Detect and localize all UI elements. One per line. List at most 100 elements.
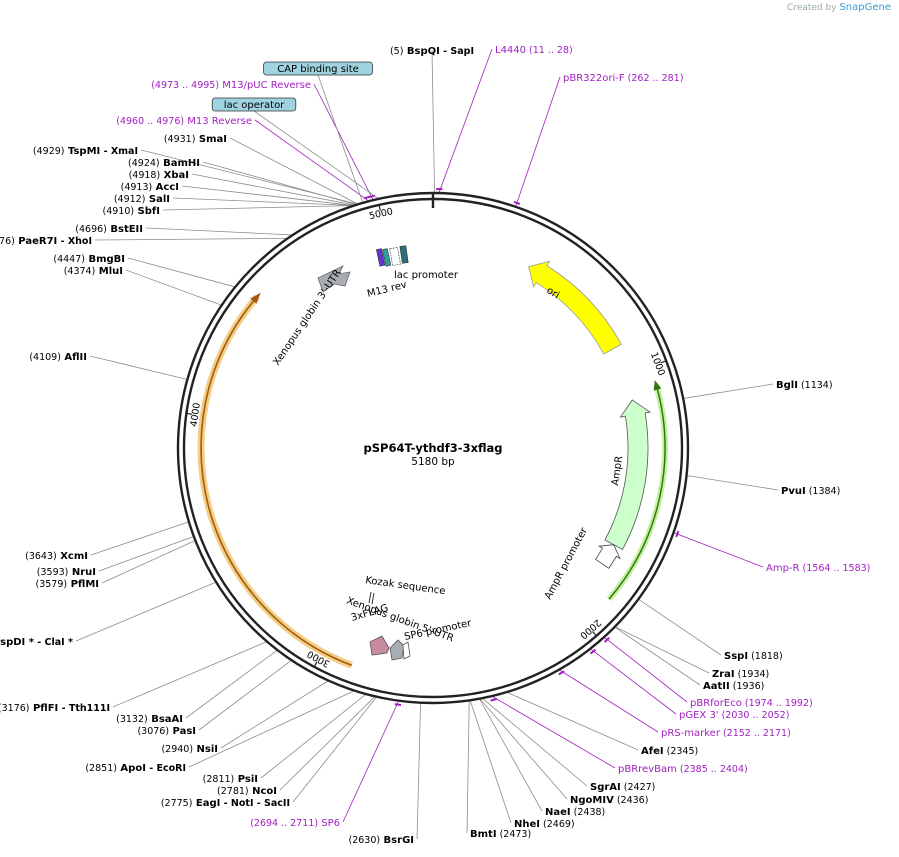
site-label-sp6[interactable]: (2694 .. 2711) SP6 [250, 818, 340, 829]
leader-amp-r [674, 532, 764, 568]
site-label-pflmi[interactable]: (3579) PflMI [36, 579, 100, 590]
leader-afei [507, 692, 639, 751]
site-text: Amp-R [766, 563, 800, 574]
leader-tspmi [140, 149, 357, 205]
leader-pbrrevbam [492, 696, 616, 769]
site-label-bmgbi[interactable]: (4447) BmgBI [53, 254, 125, 265]
site-label-l4440[interactable]: L4440 (11 .. 28) [495, 45, 573, 56]
ampr-promoter-feature[interactable] [594, 544, 621, 569]
site-label-sbfi[interactable]: (4910) SbfI [102, 206, 160, 217]
site-label-pbrforeco[interactable]: pBRforEco (1974 .. 1992) [690, 698, 813, 709]
site-label-bmti[interactable]: BmtI (2473) [470, 829, 531, 840]
site-label-smai[interactable]: (4931) SmaI [164, 134, 227, 145]
site-label-bsteii[interactable]: (4696) BstEII [75, 224, 143, 235]
site-label-nhei[interactable]: NheI (2469) [514, 819, 575, 830]
ori-feature[interactable] [528, 260, 622, 355]
site-label-bgli[interactable]: BglI (1134) [776, 380, 833, 391]
site-text: NaeI [545, 807, 571, 818]
site-label-eagi[interactable]: (2775) EagI - NotI - SacII [161, 798, 290, 809]
ruler-tick [378, 204, 381, 211]
site-label-bsaai[interactable]: (3132) BsaAI [116, 714, 183, 725]
site-label-acci[interactable]: (4913) AccI [121, 182, 179, 193]
site-text: MluI [95, 266, 123, 277]
site-text: PvuI [781, 486, 806, 497]
site-prefix: (4696) [75, 224, 107, 235]
3xflag-arrow[interactable] [369, 635, 390, 656]
site-prefix: (3643) [25, 551, 57, 562]
site-text: SspI [724, 651, 748, 662]
leader-aatii [615, 627, 701, 686]
site-label-m13-reverse[interactable]: (4960 .. 4976) M13 Reverse [116, 116, 252, 127]
site-suffix: (1134) [798, 380, 833, 391]
site-label-xbai[interactable]: (4918) XbaI [129, 170, 189, 181]
leader-xbai [191, 173, 354, 206]
leader-aflii [89, 355, 187, 380]
xenopus-3utr-arrow[interactable] [317, 265, 351, 293]
leader-nsii [220, 680, 328, 749]
site-label-xcmi[interactable]: (3643) XcmI [25, 551, 88, 562]
site-prefix: (3132) [116, 714, 148, 725]
site-suffix: (2030 .. 2052) [719, 710, 790, 721]
site-text: PsiI [234, 774, 258, 785]
leader-nhei [470, 701, 512, 824]
leader-bsteii [145, 227, 292, 236]
site-text: BstEII [107, 224, 143, 235]
primer-mark-amp-r [675, 530, 680, 538]
site-label-zrai[interactable]: ZraI (1934) [712, 669, 769, 680]
site-label-bspqi[interactable]: (5) BspQI - SapI [390, 46, 474, 57]
leader-ncoi [279, 696, 375, 791]
site-suffix: - XhoI [57, 236, 92, 247]
leader-pgex-3 [590, 648, 677, 715]
site-label-pasi[interactable]: (3076) PasI [137, 726, 196, 737]
site-label-naei[interactable]: NaeI (2438) [545, 807, 605, 818]
site-label-aflii[interactable]: (4109) AflII [29, 352, 87, 363]
lac-promoter-glyph[interactable] [389, 245, 409, 266]
site-label-pbrrevbam[interactable]: pBRrevBam (2385 .. 2404) [618, 764, 748, 775]
primer-mark-sp6 [394, 703, 402, 707]
site-label-bsrgi[interactable]: (2630) BsrGI [348, 835, 414, 846]
site-text: BspQI [403, 46, 439, 57]
leader-pvui [687, 475, 779, 491]
site-label-amp-r[interactable]: Amp-R (1564 .. 1583) [766, 563, 870, 574]
site-label-prs-marker[interactable]: pRS-marker (2152 .. 2171) [661, 728, 791, 739]
feature-label-ampr-promoter: AmpR promoter [543, 525, 590, 601]
site-label-ncoi[interactable]: (2781) NcoI [217, 786, 277, 797]
sp6-promoter-arrow[interactable] [402, 641, 411, 660]
site-label-ngomiv[interactable]: NgoMIV (2436) [570, 795, 648, 806]
plasmid-size: 5180 bp [411, 456, 455, 468]
site-label-nrui[interactable]: (3593) NruI [37, 567, 96, 578]
site-label-nsii[interactable]: (2940) NsiI [161, 744, 218, 755]
feature-box-lac-operator[interactable]: lac operator [211, 97, 297, 112]
site-label-psii[interactable]: (2811) PsiI [203, 774, 258, 785]
leader-zrai [615, 626, 710, 674]
site-label-pflfi[interactable]: (3176) PflFI - Tth111I [0, 703, 110, 714]
site-prefix: (2775) [161, 798, 193, 809]
site-suffix: (262 .. 281) [625, 73, 684, 84]
site-label-sspi[interactable]: SspI (1818) [724, 651, 783, 662]
site-label-sali[interactable]: (4912) SalI [114, 194, 170, 205]
site-label-tspmi[interactable]: (4929) TspMI - XmaI [33, 146, 138, 157]
m13-rev-glyph[interactable] [376, 248, 392, 267]
site-suffix: (11 .. 28) [526, 45, 573, 56]
leader-mlui [125, 269, 221, 306]
feature-box-cap-binding-site[interactable]: CAP binding site [263, 61, 373, 76]
site-label-bspdi[interactable]: (3429) BspDI * - ClaI * [0, 637, 73, 648]
site-label-bamhi[interactable]: (4924) BamHI [128, 158, 200, 169]
ampr-feature[interactable] [604, 399, 652, 550]
site-label-afei[interactable]: AfeI (2345) [641, 746, 698, 757]
site-label-aatii[interactable]: AatII (1936) [703, 681, 764, 692]
site-label-m13-puc-reverse[interactable]: (4973 .. 4995) M13/pUC Reverse [151, 80, 311, 91]
site-text: L4440 [495, 45, 526, 56]
site-label-pgex-3[interactable]: pGEX 3' (2030 .. 2052) [679, 710, 789, 721]
site-label-paer7i[interactable]: (4676) PaeR7I - XhoI [0, 236, 92, 247]
site-label-pbr322ori-f[interactable]: pBR322ori-F (262 .. 281) [563, 73, 683, 84]
site-label-sgrai[interactable]: SgrAI (2427) [590, 782, 655, 793]
site-label-apoi[interactable]: (2851) ApoI - EcoRI [85, 763, 186, 774]
ruler-tick [591, 630, 597, 637]
site-prefix: (4960 .. 4976) [116, 116, 184, 127]
site-label-pvui[interactable]: PvuI (1384) [781, 486, 840, 497]
xenopus-5utr-arrow[interactable] [389, 639, 405, 661]
ruler-tick [313, 661, 318, 668]
site-label-mlui[interactable]: (4374) MluI [64, 266, 123, 277]
